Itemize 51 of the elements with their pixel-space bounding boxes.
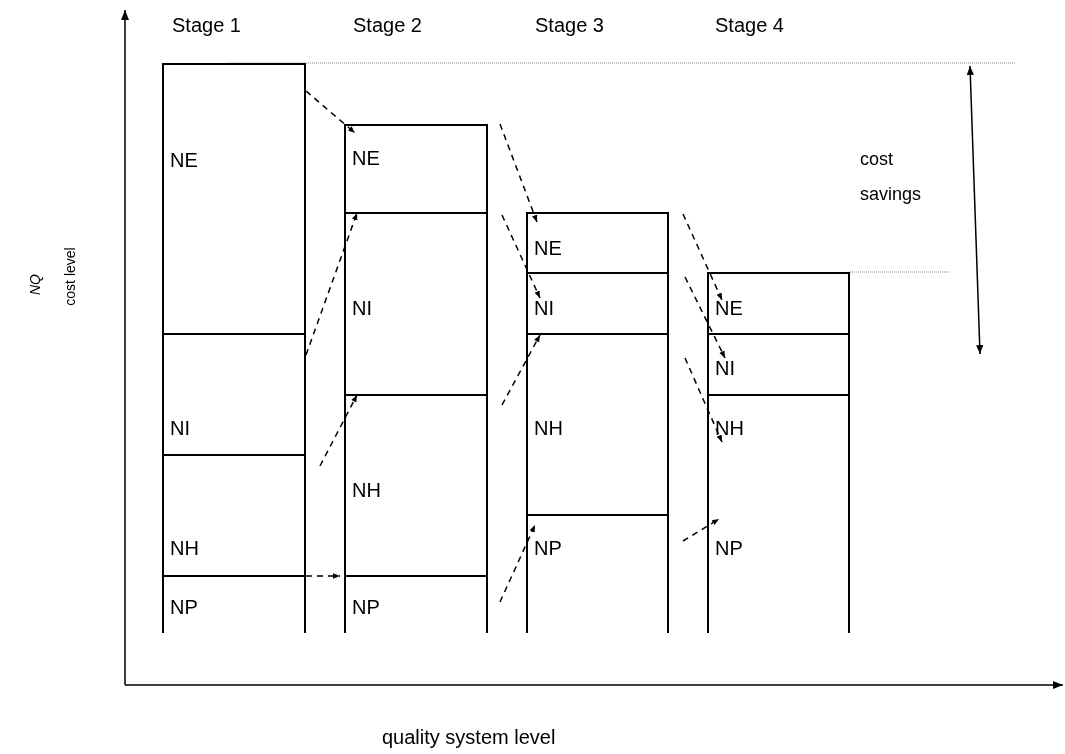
cost-segment bbox=[707, 333, 850, 396]
cost-segment bbox=[162, 63, 306, 335]
cost-segment bbox=[344, 394, 488, 577]
axis-label: cost level bbox=[60, 246, 79, 308]
cost-segment bbox=[526, 272, 669, 335]
dashed-arrow bbox=[682, 213, 723, 301]
segment-label: NP bbox=[170, 595, 198, 619]
stage-heading: Stage 4 bbox=[715, 13, 785, 38]
cost-segment bbox=[526, 333, 669, 516]
segment-label: NI bbox=[534, 296, 554, 320]
dashed-arrow bbox=[684, 276, 726, 359]
dashed-arrow bbox=[319, 394, 358, 467]
dashed-arrow bbox=[682, 518, 720, 542]
cost-segment bbox=[344, 124, 488, 214]
cost-segment bbox=[526, 514, 669, 633]
cost-segment bbox=[707, 394, 850, 633]
stage-heading: Stage 3 bbox=[535, 13, 605, 38]
stage-heading: Stage 2 bbox=[353, 13, 423, 38]
segment-label: NH bbox=[352, 478, 381, 502]
cost-segment bbox=[526, 212, 669, 274]
cost-segment bbox=[162, 333, 306, 456]
dashed-arrow bbox=[305, 573, 341, 579]
segment-label: NI bbox=[715, 356, 735, 380]
dashed-arrow bbox=[501, 214, 541, 299]
dashed-arrow bbox=[305, 212, 358, 356]
dashed-arrow bbox=[499, 123, 538, 223]
segment-label: NH bbox=[534, 416, 563, 440]
dashed-arrow bbox=[499, 524, 536, 603]
axis-label: quality system level bbox=[382, 725, 556, 750]
stage-heading: Stage 1 bbox=[172, 13, 242, 38]
cost-segment bbox=[162, 454, 306, 577]
segment-label: NE bbox=[352, 146, 380, 170]
segment-label: NP bbox=[352, 595, 380, 619]
cost-segment bbox=[162, 575, 306, 633]
cost-segment bbox=[707, 272, 850, 335]
axis-symbol: NQ bbox=[25, 273, 44, 296]
segment-label: NP bbox=[534, 536, 562, 560]
segment-label: NE bbox=[534, 236, 562, 260]
dashed-arrow bbox=[305, 90, 356, 134]
cost-segment bbox=[344, 212, 488, 396]
cost-segment bbox=[344, 575, 488, 633]
segment-label: NE bbox=[170, 148, 198, 172]
segment-label: NI bbox=[170, 416, 190, 440]
segment-label: NE bbox=[715, 296, 743, 320]
segment-label: NP bbox=[715, 536, 743, 560]
segment-label: NH bbox=[170, 536, 199, 560]
dashed-arrow bbox=[684, 357, 723, 443]
segment-label: NH bbox=[715, 416, 744, 440]
dashed-arrow bbox=[501, 334, 541, 406]
cost-savings-label: cost savings bbox=[860, 148, 923, 206]
segment-label: NI bbox=[352, 296, 372, 320]
